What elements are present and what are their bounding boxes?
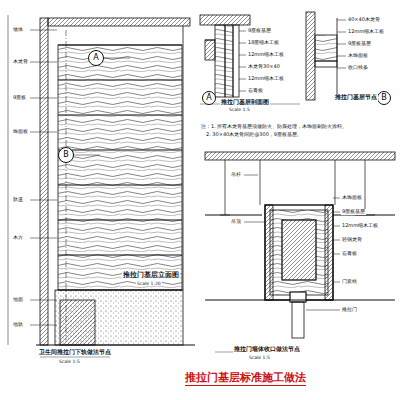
annotation: 石膏板	[247, 88, 264, 94]
annotation: 9厘板基层	[341, 209, 366, 215]
annotation: 吊杆	[230, 172, 242, 178]
annotation: 轻钢龙骨	[341, 237, 363, 243]
callout-letter: B	[381, 94, 387, 102]
annotation: 饰面板	[12, 129, 29, 135]
callout-letter: A	[206, 94, 211, 102]
annotation: 木龙骨	[12, 59, 29, 65]
annotation: 木饰面板	[347, 53, 369, 59]
annotation: Scale 1:20	[136, 281, 162, 286]
annotation: Scale 1:5	[248, 355, 271, 360]
annotation: 9厘板	[12, 95, 27, 101]
drawing-title: 推拉门基层标准施工做法	[185, 370, 306, 386]
annotation: 推拉门	[341, 307, 358, 313]
annotation: Scale 1:5	[228, 107, 251, 112]
annotation: 2. 30×40木龙骨间距@300，9厘板基层。	[205, 132, 303, 138]
annotation: Scale 1:5	[58, 359, 81, 364]
annotation: 木龙骨30×40	[247, 64, 281, 70]
annotation: 石膏板	[341, 251, 358, 257]
annotation: 推拉门基层剖面图	[220, 99, 270, 106]
annotation: 12mm细木工板	[247, 52, 285, 58]
annotation: 卫生间推拉门下轨做法节点	[38, 349, 112, 356]
annotation: 木饰面板	[341, 195, 363, 201]
annotation: 推拉门基层节点	[334, 94, 378, 101]
annotation: 轨道	[12, 197, 24, 203]
annotation: 吊顶	[230, 219, 242, 225]
annotation: 注：1. 所有木龙骨基层须做防火、防腐处理，木饰面刷防火涂料。	[200, 124, 348, 130]
annotation: 12mm细木工板	[341, 223, 379, 229]
annotation: 12mm细木工板	[347, 29, 385, 35]
annotation: 12mm细木工板	[247, 76, 285, 82]
annotation: 9厘板基层	[247, 28, 272, 34]
annotation: 墙体	[12, 27, 24, 33]
callout-bubble: A	[88, 50, 104, 66]
callout-bubble: B	[377, 91, 391, 105]
callout-bubble: B	[58, 147, 74, 163]
annotation: 收口线条	[347, 65, 369, 71]
annotation: 推拉门基层立面图	[122, 272, 180, 279]
annotation: 地面	[12, 297, 24, 303]
callout-bubble: A	[202, 91, 216, 105]
annotation: 9厘板基层	[347, 41, 372, 47]
annotation: 40×40木龙骨	[347, 17, 381, 23]
callout-letter: B	[63, 151, 69, 159]
annotation: 18厘细木工板	[247, 40, 280, 46]
annotation: 推拉门墙体收口做法节点	[233, 346, 301, 353]
callout-letter: A	[93, 54, 98, 62]
annotation: 门套线	[341, 279, 358, 285]
annotation: 地轨	[12, 322, 24, 328]
annotation: 木方	[12, 235, 24, 241]
